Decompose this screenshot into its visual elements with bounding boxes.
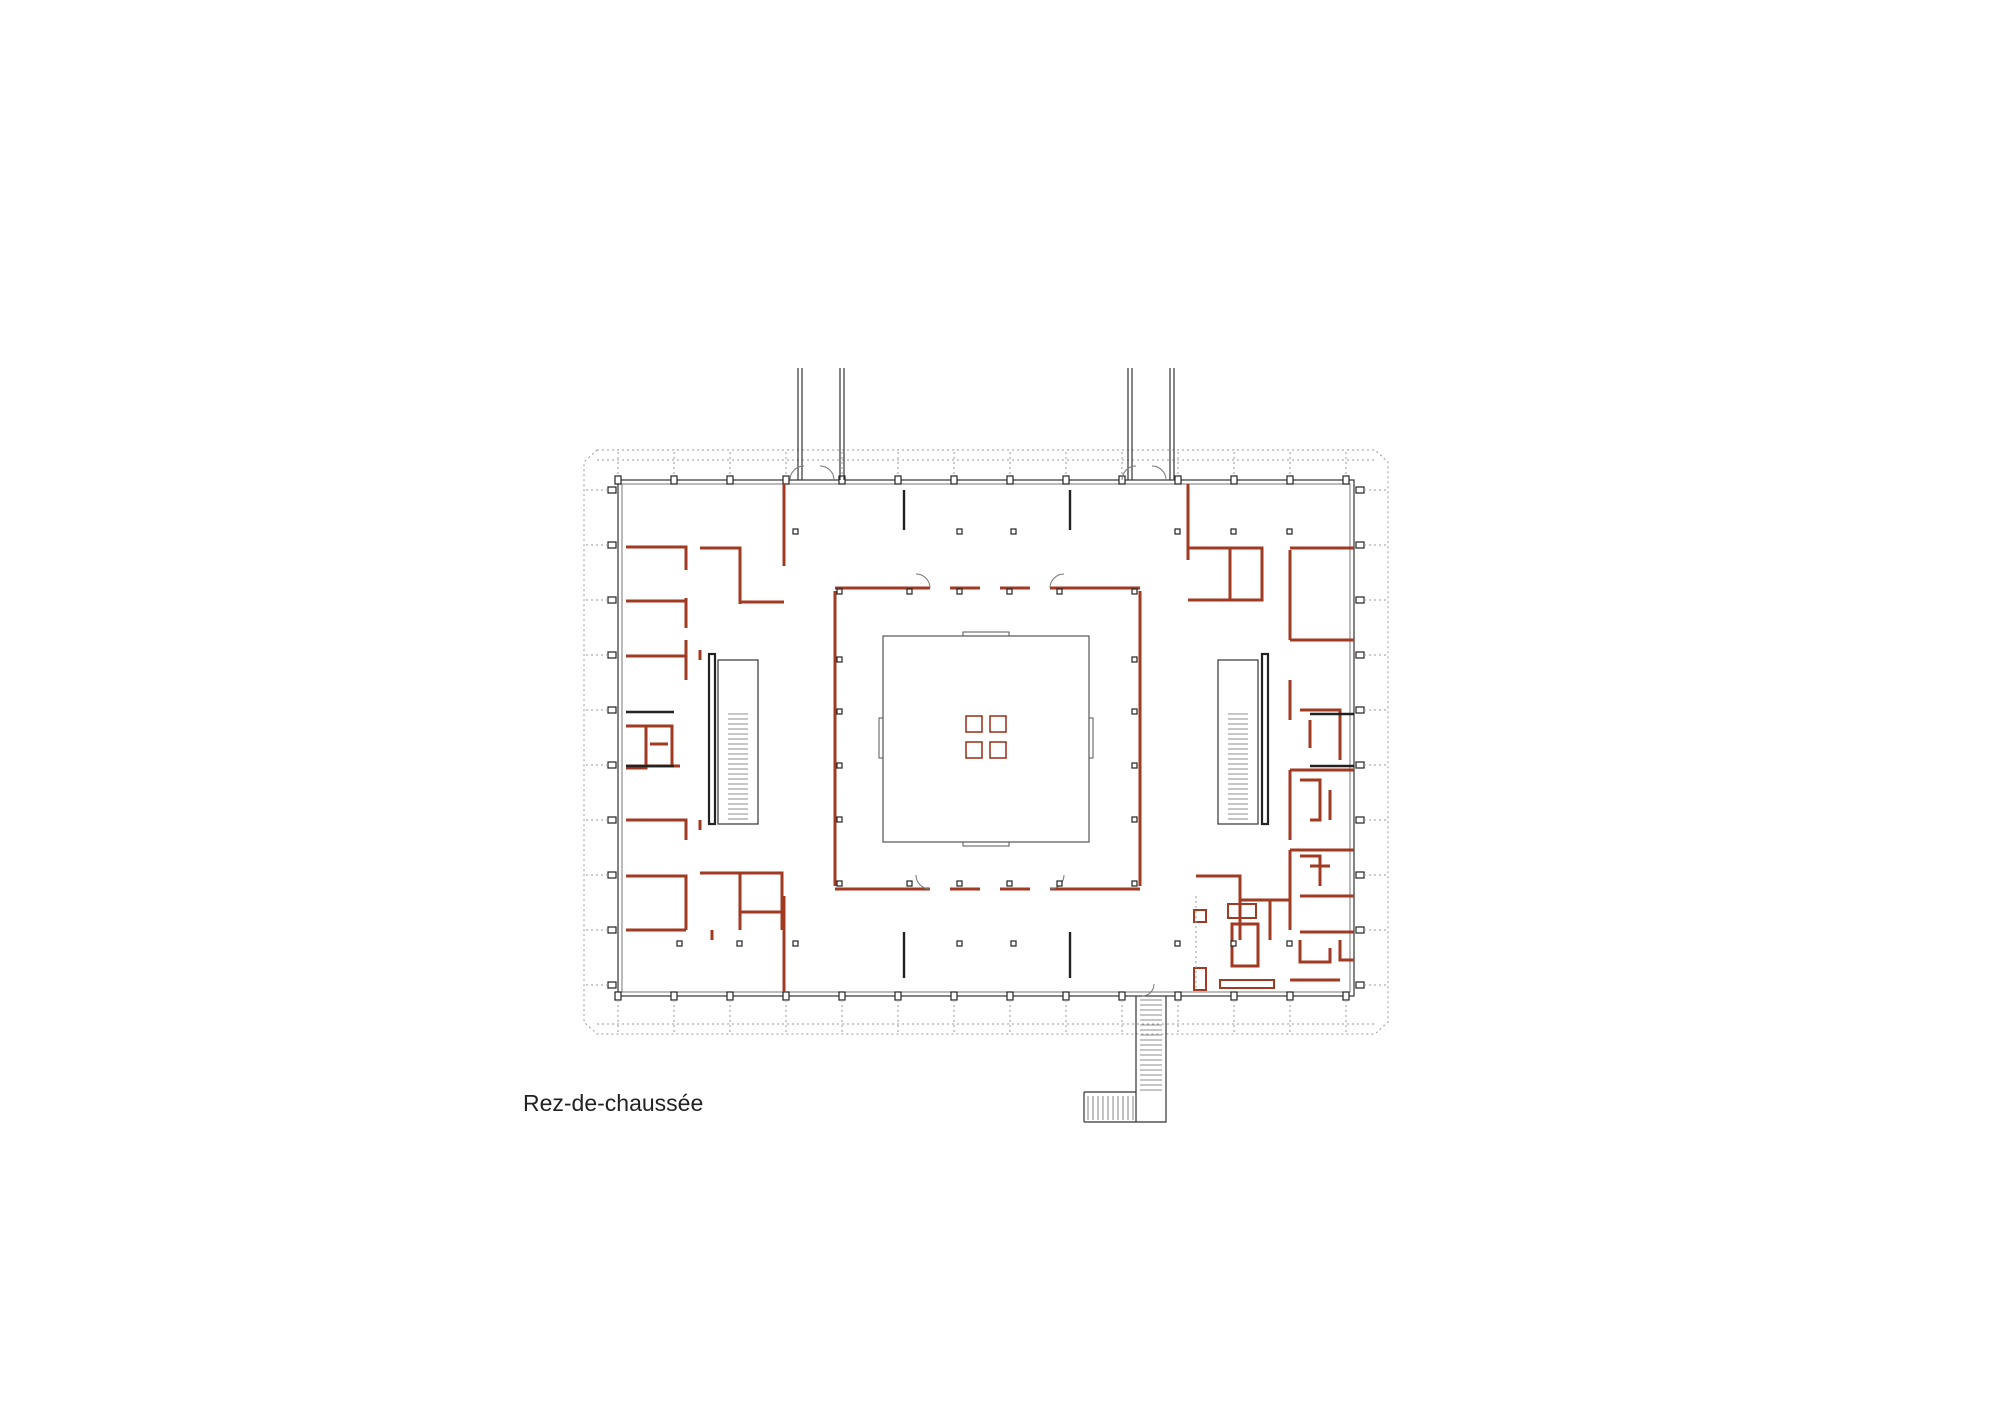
column-marker: [1286, 475, 1294, 485]
gallery-column: [1056, 880, 1063, 887]
column-marker: [1355, 486, 1365, 494]
interior-columns: [676, 528, 1293, 947]
east-wing-dark-partitions: [1260, 652, 1354, 826]
column-marker: [614, 475, 622, 485]
column-marker: [607, 706, 617, 714]
interior-column: [792, 940, 799, 947]
building-outline: [617, 479, 1355, 997]
exit-stair: [1083, 983, 1167, 1123]
interior-column: [956, 528, 963, 535]
column-marker: [607, 871, 617, 879]
west-wing-walls: [626, 484, 786, 992]
gallery-column: [1006, 880, 1013, 887]
gallery-column: [956, 880, 963, 887]
interior-column: [956, 940, 963, 947]
column-marker: [1006, 991, 1014, 1001]
interior-column: [1230, 940, 1237, 947]
gallery-column: [836, 880, 843, 887]
column-marker: [1355, 816, 1365, 824]
interior-column: [792, 528, 799, 535]
column-marker: [607, 486, 617, 494]
column-marker: [1062, 991, 1070, 1001]
interior-column: [1174, 940, 1181, 947]
corridor-partitions: [902, 490, 1072, 978]
column-marker: [838, 475, 846, 485]
column-marker: [1062, 475, 1070, 485]
column-marker: [782, 991, 790, 1001]
gallery-column: [1131, 656, 1138, 663]
column-marker: [1174, 475, 1182, 485]
gallery-column: [1131, 762, 1138, 769]
column-marker: [1342, 475, 1350, 485]
column-marker: [670, 991, 678, 1001]
column-marker: [607, 981, 617, 989]
column-marker: [607, 651, 617, 659]
column-marker: [950, 991, 958, 1001]
gallery-column: [1131, 588, 1138, 595]
perimeter-columns: [586, 452, 1386, 1032]
east-wing-walls: [1186, 484, 1354, 991]
east-stair: [1217, 659, 1259, 825]
interior-column: [676, 940, 683, 947]
column-marker: [1118, 991, 1126, 1001]
column-marker: [1355, 596, 1365, 604]
entrance-walkways: [789, 368, 1175, 481]
gallery-column: [906, 880, 913, 887]
interior-column: [1286, 940, 1293, 947]
column-marker: [838, 991, 846, 1001]
column-marker: [614, 991, 622, 1001]
interior-column: [1174, 528, 1181, 535]
column-marker: [1355, 651, 1365, 659]
column-marker: [1355, 981, 1365, 989]
column-marker: [607, 926, 617, 934]
column-marker: [894, 475, 902, 485]
gallery-column: [836, 656, 843, 663]
interior-column: [1010, 528, 1017, 535]
column-marker: [1230, 475, 1238, 485]
column-marker: [1355, 871, 1365, 879]
central-atrium: [878, 631, 1094, 847]
gallery-column: [1006, 588, 1013, 595]
column-marker: [1355, 706, 1365, 714]
gallery-column: [836, 762, 843, 769]
gallery-column: [836, 816, 843, 823]
gallery-column: [956, 588, 963, 595]
gallery-column: [1131, 708, 1138, 715]
column-marker: [1006, 475, 1014, 485]
drawing-caption: Rez-de-chaussée: [523, 1090, 704, 1116]
interior-column: [1230, 528, 1237, 535]
column-marker: [1286, 991, 1294, 1001]
interior-column: [736, 940, 743, 947]
gallery-column: [836, 708, 843, 715]
gallery-column: [836, 588, 843, 595]
column-marker: [1355, 926, 1365, 934]
column-marker: [726, 991, 734, 1001]
gallery-column: [1056, 588, 1063, 595]
column-marker: [1355, 541, 1365, 549]
column-marker: [950, 475, 958, 485]
column-marker: [607, 596, 617, 604]
column-marker: [607, 816, 617, 824]
column-marker: [1355, 761, 1365, 769]
gallery-column: [1131, 816, 1138, 823]
column-marker: [894, 991, 902, 1001]
column-marker: [607, 761, 617, 769]
interior-column: [1010, 940, 1017, 947]
gallery-column: [1131, 880, 1138, 887]
column-marker: [726, 475, 734, 485]
gallery-column: [906, 588, 913, 595]
column-marker: [1174, 991, 1182, 1001]
column-marker: [607, 541, 617, 549]
gallery-columns: [836, 588, 1138, 887]
column-marker: [1342, 991, 1350, 1001]
column-marker: [1230, 991, 1238, 1001]
west-wing-dark-partitions: [626, 652, 717, 826]
column-marker: [670, 475, 678, 485]
west-stair: [717, 659, 759, 825]
interior-column: [1286, 528, 1293, 535]
column-marker: [782, 475, 790, 485]
